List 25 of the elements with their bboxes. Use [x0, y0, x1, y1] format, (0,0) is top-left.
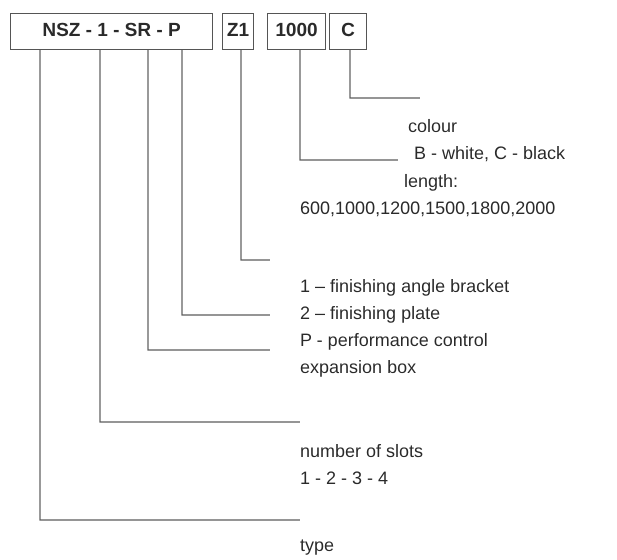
description-text: P - performance control expansion box [300, 329, 489, 379]
description-text: number of slots [300, 440, 424, 463]
code-segment-box [267, 13, 326, 50]
description-text: 2 – finishing plate [300, 302, 440, 325]
description-text: B - white, C - black [414, 142, 566, 165]
description-text: 1 – finishing angle bracket [300, 275, 510, 298]
leader-line [181, 50, 270, 316]
leader-line [147, 50, 270, 351]
leader-line [299, 50, 398, 161]
code-text: Z1 [226, 19, 250, 43]
description-text: 1 - 2 - 3 - 4 [300, 467, 388, 490]
description-text: length: [404, 170, 458, 193]
code-text: NSZ - 1 - SR - P [41, 19, 182, 43]
code-text: 1000 [274, 19, 319, 43]
description-text: 600,1000,1200,1500,1800,2000 [300, 197, 556, 220]
code-segment-box [222, 13, 254, 50]
leader-line [39, 50, 300, 521]
leader-line [349, 50, 420, 99]
description-text: colour [408, 115, 458, 138]
code-segment-box [10, 13, 213, 50]
leader-line [99, 50, 300, 423]
code-text: C [340, 19, 356, 43]
leader-line [240, 50, 270, 261]
description-text: type [300, 534, 334, 557]
code-segment-box [329, 13, 367, 50]
